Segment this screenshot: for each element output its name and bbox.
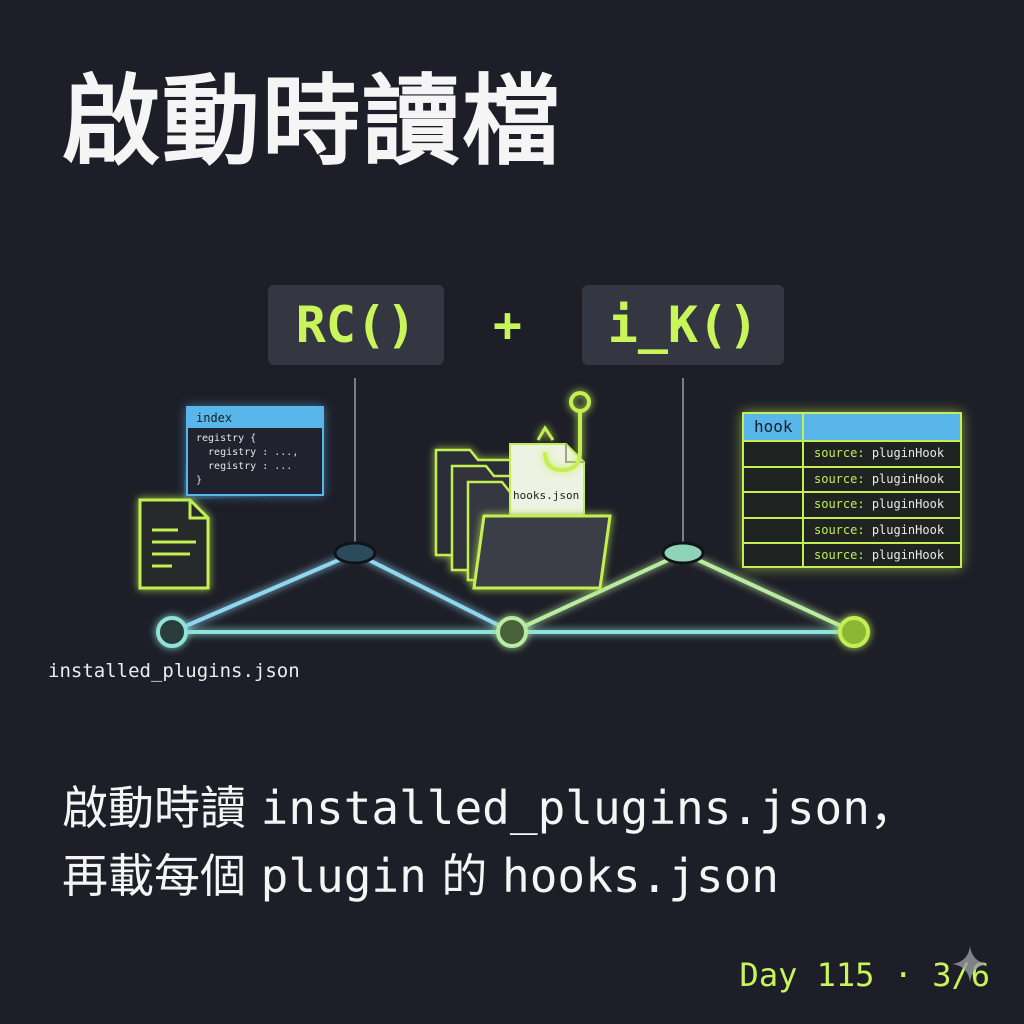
index-line: registry {	[196, 433, 257, 444]
page-title: 啟動時讀檔	[62, 65, 563, 179]
caption-text: 啟動時讀	[62, 781, 246, 835]
plus-sign: +	[493, 297, 522, 353]
hook-value: pluginHook	[871, 548, 945, 562]
hook-table-header: hook	[744, 414, 960, 440]
sparkle-icon	[952, 946, 988, 982]
hook-value: pluginHook	[871, 471, 945, 486]
hook-table-row: source: pluginHook	[744, 465, 960, 491]
installed-plugins-label: installed_plugins.json	[48, 660, 300, 682]
index-panel: index registry { registry : ..., registr…	[186, 406, 324, 496]
junction-ik	[661, 541, 705, 565]
hook-table-row: source: pluginHook	[744, 542, 960, 568]
caption-punct: ，	[869, 781, 916, 835]
caption-code: plugin	[260, 849, 427, 903]
node-left	[156, 616, 188, 648]
index-line: }	[196, 475, 203, 486]
hook-table-header-label: hook	[744, 414, 804, 440]
junction-rc	[333, 541, 377, 565]
hook-key: source:	[814, 497, 865, 511]
edge-a	[171, 551, 356, 634]
node-right	[838, 616, 870, 648]
index-line: registry : ...	[196, 461, 293, 472]
hook-value: pluginHook	[871, 497, 945, 511]
hook-table-row: source: pluginHook	[744, 516, 960, 542]
caption-text: 再載每個	[62, 849, 246, 903]
function-ik-box: i_K()	[582, 285, 784, 365]
caption-code: hooks.json	[502, 849, 779, 903]
caption-line-2: 再載每個 plugin 的 hooks.json	[62, 840, 779, 906]
caption-text: 的	[441, 849, 488, 903]
hook-table-row: source: pluginHook	[744, 491, 960, 517]
hooks-file-label: hooks.json	[513, 489, 580, 502]
node-mid	[496, 616, 528, 648]
hook-key: source:	[814, 471, 865, 486]
edge-b	[354, 551, 513, 634]
caption-code: installed_plugins.json	[260, 781, 870, 835]
hook-table: hook source: pluginHook source: pluginHo…	[742, 412, 962, 568]
hook-value: pluginHook	[871, 446, 945, 460]
open-folder-icon	[472, 514, 612, 590]
index-line: registry : ...,	[196, 447, 299, 458]
edge-d	[682, 551, 855, 634]
hook-table-row: source: pluginHook	[744, 440, 960, 466]
caption-line-1: 啟動時讀 installed_plugins.json，	[62, 772, 916, 838]
hook-key: source:	[814, 446, 865, 460]
page-indicator: Day 115 · 3/6	[739, 956, 990, 994]
hook-value: pluginHook	[871, 522, 945, 537]
document-icon	[138, 498, 210, 590]
function-rc-box: RC()	[268, 285, 444, 365]
index-panel-header: index	[188, 408, 322, 428]
index-panel-body: registry { registry : ..., registry : ..…	[188, 428, 322, 488]
hook-key: source:	[814, 522, 865, 537]
hook-icon	[536, 391, 591, 473]
hook-key: source:	[814, 548, 865, 562]
edge-c	[511, 551, 684, 634]
